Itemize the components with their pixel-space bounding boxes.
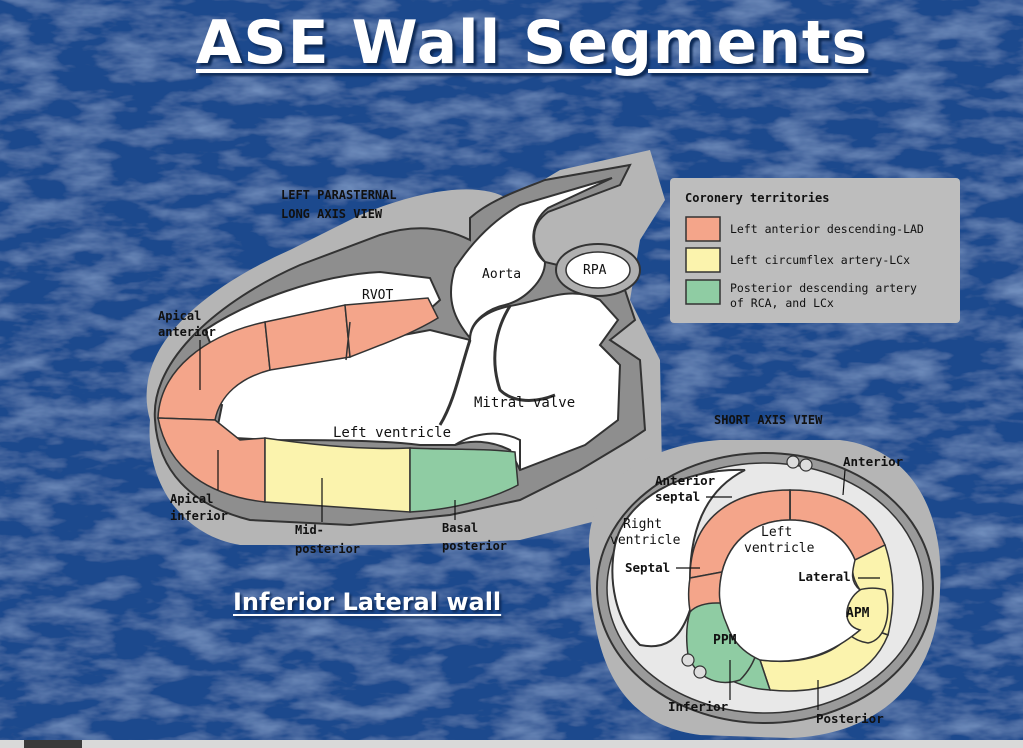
legend-label-lad: Left anterior descending-LAD (730, 222, 924, 236)
label-lateral: Lateral (798, 569, 851, 584)
long-axis-heading-line2: LONG AXIS VIEW (281, 207, 383, 221)
label-septal: Septal (625, 560, 670, 575)
label-apm: APM (846, 606, 870, 621)
label-left-ventricle-short-1: Left (761, 525, 792, 540)
segment-mid-posterior (265, 438, 410, 512)
inferior-lateral-wall-link[interactable]: Inferior Lateral wall (233, 588, 501, 616)
label-posterior: Posterior (816, 711, 884, 726)
label-mitral-valve: Mitral valve (474, 395, 575, 411)
legend-label-rca-2: of RCA, and LCx (730, 296, 834, 310)
label-ppm: PPM (713, 633, 737, 648)
legend-swatch-rca (686, 280, 720, 304)
label-anterior-septal-2: septal (655, 489, 700, 504)
bottom-status-strip (0, 740, 1023, 748)
legend-title: Coronery territories (685, 191, 830, 205)
label-rpa: RPA (583, 263, 607, 278)
label-left-ventricle-short-2: ventricle (744, 541, 815, 556)
label-aorta: Aorta (482, 267, 521, 282)
label-right-ventricle-1: Right (623, 517, 662, 532)
label-apical-inferior-1: Apical (170, 492, 213, 506)
label-apical-anterior-2: anterior (158, 325, 216, 339)
label-inferior: Inferior (668, 699, 729, 714)
long-axis-view: RVOT Aorta RPA Mitral valve Left ventric… (147, 150, 665, 556)
long-axis-heading-line1: LEFT PARASTERNAL (281, 188, 397, 202)
label-basal-posterior-1: Basal (442, 521, 478, 535)
coronary-legend: Coronery territories Left anterior desce… (670, 178, 960, 323)
legend-swatch-lcx (686, 248, 720, 272)
label-mid-posterior-2: posterior (295, 542, 360, 556)
legend-label-lcx: Left circumflex artery-LCx (730, 253, 910, 267)
label-rvot: RVOT (362, 288, 393, 303)
label-anterior: Anterior (843, 454, 904, 469)
label-anterior-septal-1: Anterior (655, 473, 716, 488)
short-axis-view: SHORT AXIS VIEW Anterior Anterior septal… (589, 413, 941, 738)
bottom-strip-tab (24, 740, 82, 748)
label-apical-anterior-1: Apical (158, 309, 201, 323)
label-right-ventricle-2: ventricle (610, 533, 681, 548)
label-left-ventricle: Left ventricle (333, 425, 451, 441)
legend-swatch-lad (686, 217, 720, 241)
label-apical-inferior-2: inferior (170, 509, 228, 523)
label-basal-posterior-2: posterior (442, 539, 507, 553)
short-axis-heading: SHORT AXIS VIEW (714, 413, 823, 427)
legend-label-rca-1: Posterior descending artery (730, 281, 917, 295)
label-mid-posterior-1: Mid- (295, 523, 324, 537)
